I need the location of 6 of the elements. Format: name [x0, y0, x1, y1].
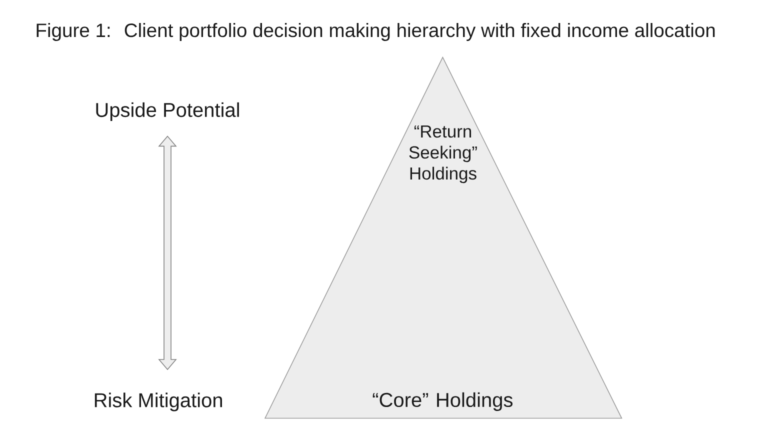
figure-title: Figure 1: Client portfolio decision making hierarchy with fixed income allocation — [36, 23, 715, 41]
tier-label: “Return Seeking” Holdings — [409, 125, 477, 184]
axis-label: Risk Mitigation — [94, 392, 222, 412]
tier-label: “Core” Holdings — [372, 392, 513, 411]
double-arrow — [158, 136, 177, 370]
axis-label: Upside Potential — [96, 102, 239, 122]
